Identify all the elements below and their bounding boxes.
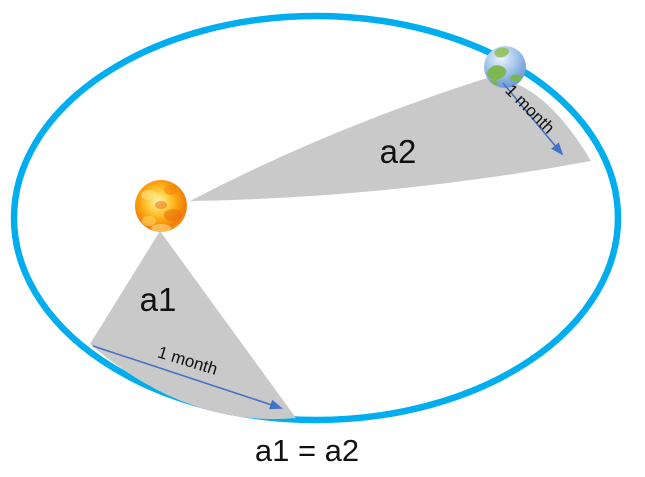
arrow-1-month-top xyxy=(502,82,564,156)
area-sector-a2 xyxy=(190,77,591,201)
earth-icon xyxy=(484,46,526,88)
sun-icon xyxy=(135,180,187,232)
label-area-a2: a2 xyxy=(380,133,417,170)
sun-texture xyxy=(141,185,182,232)
label-equality: a1 = a2 xyxy=(255,433,359,468)
label-area-a1: a1 xyxy=(140,281,177,318)
arrow-1-month-bottom xyxy=(92,345,283,410)
earth-continents xyxy=(487,47,522,86)
orbit-ellipse xyxy=(10,12,622,424)
area-sector-a1 xyxy=(90,231,296,420)
